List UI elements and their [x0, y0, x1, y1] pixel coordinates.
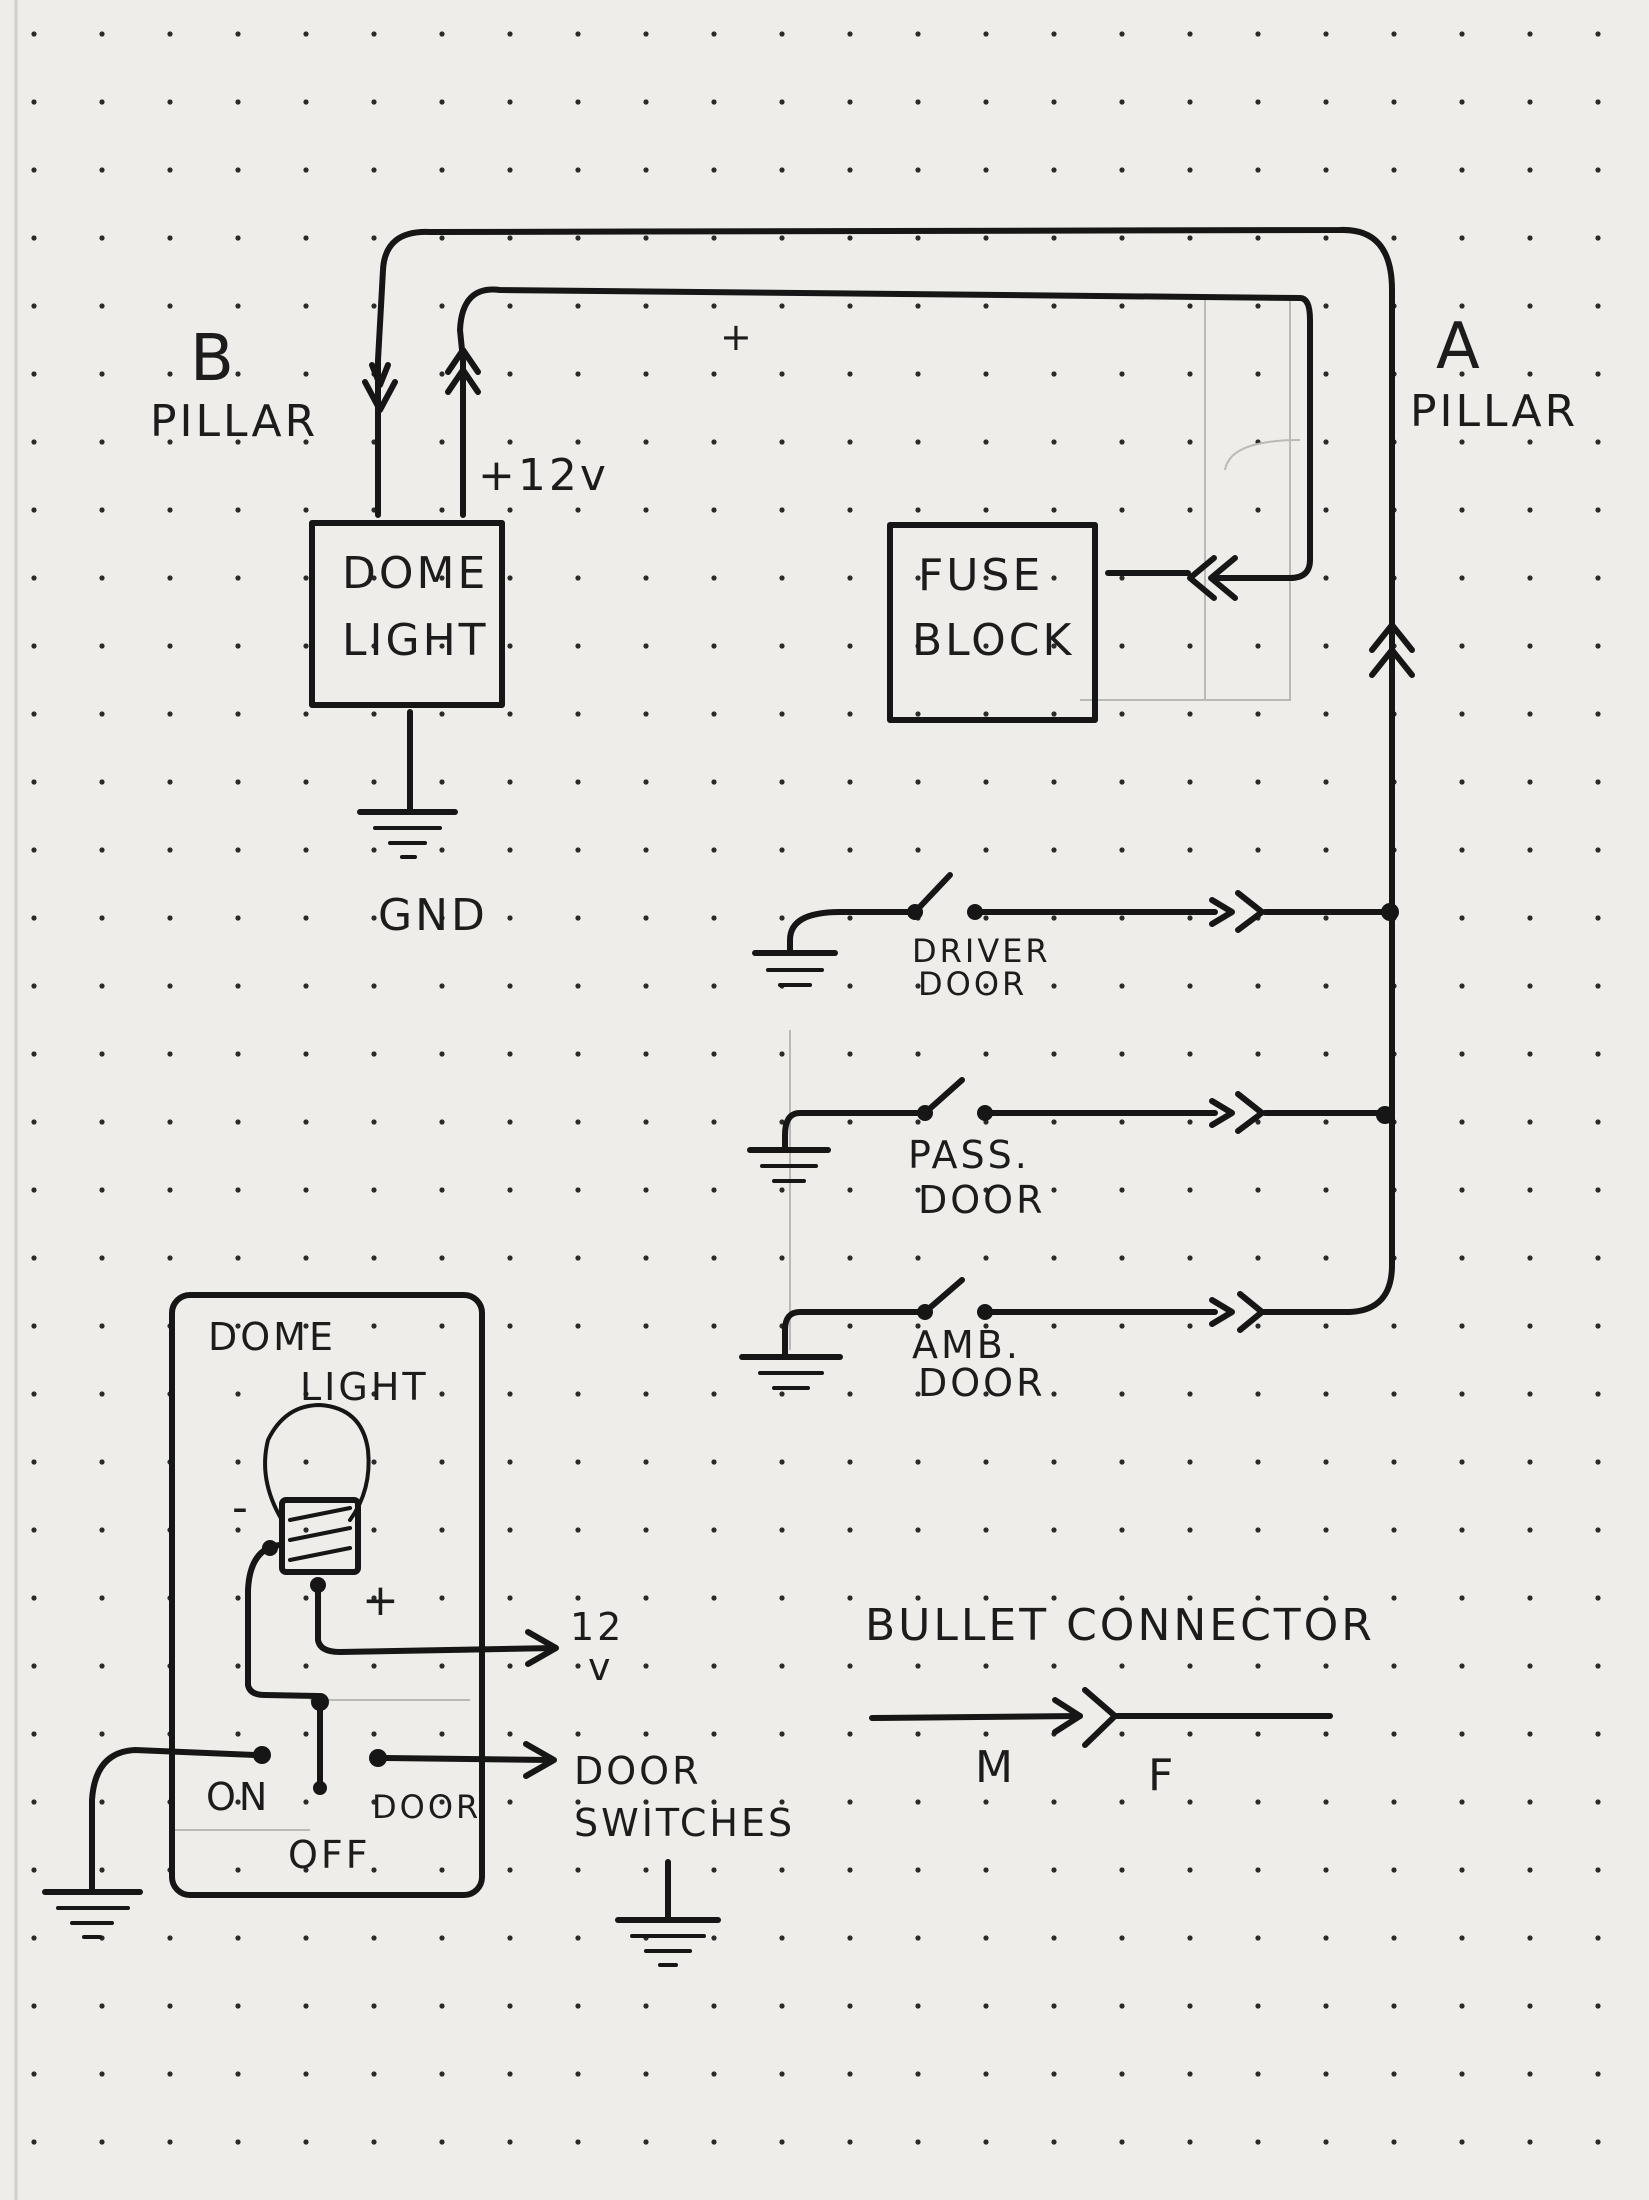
bulb-minus: - [232, 1482, 251, 1533]
label-v: v [588, 1645, 614, 1689]
detail-title-line1: DOME [208, 1315, 336, 1359]
switch-on-label: ON [206, 1775, 270, 1819]
switch-off-terminal [313, 1781, 327, 1795]
dome-light-ground-symbol [357, 709, 458, 859]
detail-ground-symbol-left [42, 1889, 143, 1939]
dome-light-label-line1: DOME [342, 548, 488, 599]
wire-door-switches [382, 1755, 555, 1763]
detail-title-line2: LIGHT [300, 1365, 429, 1409]
driver-door-label-line2: DOOR [918, 965, 1027, 1003]
wire-a-pillar-bus [1257, 662, 1395, 1315]
bullet-connector-legend-symbol [869, 1687, 1333, 1748]
switch-door-terminal [369, 1749, 387, 1767]
b-pillar-letter: B [190, 322, 237, 396]
plus-mark: + [720, 315, 755, 359]
fuse-block-label-line2: BLOCK [912, 615, 1074, 666]
male-label: M [975, 1742, 1016, 1793]
dome-light-detail-box [169, 1292, 485, 1898]
bullet-connector-title: BULLET CONNECTOR [865, 1600, 1375, 1651]
driver-door-switch [752, 872, 1395, 987]
b-pillar-male-connector [445, 347, 481, 395]
bulb-positive-terminal [310, 1577, 326, 1593]
a-pillar-connector [1369, 622, 1415, 678]
switch-door-label: DOOR [372, 1788, 481, 1826]
fuse-block-box [887, 522, 1098, 723]
wire-inner-loop [457, 286, 1313, 581]
wire-outer-loop [375, 226, 1395, 913]
switch-off-label: OFF [288, 1833, 371, 1877]
arrow-12v [525, 1629, 559, 1667]
a-pillar-letter: A [1436, 310, 1483, 384]
wire-on-to-ground [89, 1747, 258, 1893]
female-label: F [1148, 1750, 1176, 1801]
door-switches-ground-symbol [615, 1859, 721, 1967]
dome-light-box [309, 520, 505, 708]
switch-on-terminal [253, 1746, 271, 1764]
driver-door-label-line1: DRIVER [912, 932, 1051, 970]
door-switches-label-line1: DOOR [574, 1749, 701, 1793]
erased-pencil-marks [169, 300, 1301, 1860]
arrow-door-switches [523, 1741, 557, 1779]
plus-12v-label: +12v [478, 450, 609, 501]
wire-bulb-negative [245, 1542, 321, 1699]
dome-light-label-line2: LIGHT [342, 615, 489, 666]
a-pillar-label: PILLAR [1410, 386, 1578, 437]
bulb-plus: + [362, 1575, 402, 1626]
b-pillar-label: PILLAR [150, 396, 318, 447]
wire-bulb-positive [315, 1587, 558, 1655]
gnd-label: GND [378, 890, 488, 941]
pass-door-label-line2: DOOR [918, 1178, 1045, 1222]
pass-door-label-line1: PASS. [908, 1133, 1030, 1177]
door-switches-label-line2: SWITCHES [574, 1801, 795, 1845]
bulb-icon [263, 1403, 371, 1575]
amb-door-label-line1: AMB. [912, 1323, 1021, 1367]
fuse-block-connector [1187, 555, 1238, 601]
fuse-block-label-line1: FUSE [918, 550, 1043, 601]
b-pillar-female-connector [362, 362, 398, 413]
label-12: 12 [570, 1605, 624, 1649]
pass-door-switch [747, 1077, 1388, 1183]
amb-door-label-line2: DOOR [918, 1361, 1045, 1405]
amb-door-switch [739, 1277, 1265, 1390]
